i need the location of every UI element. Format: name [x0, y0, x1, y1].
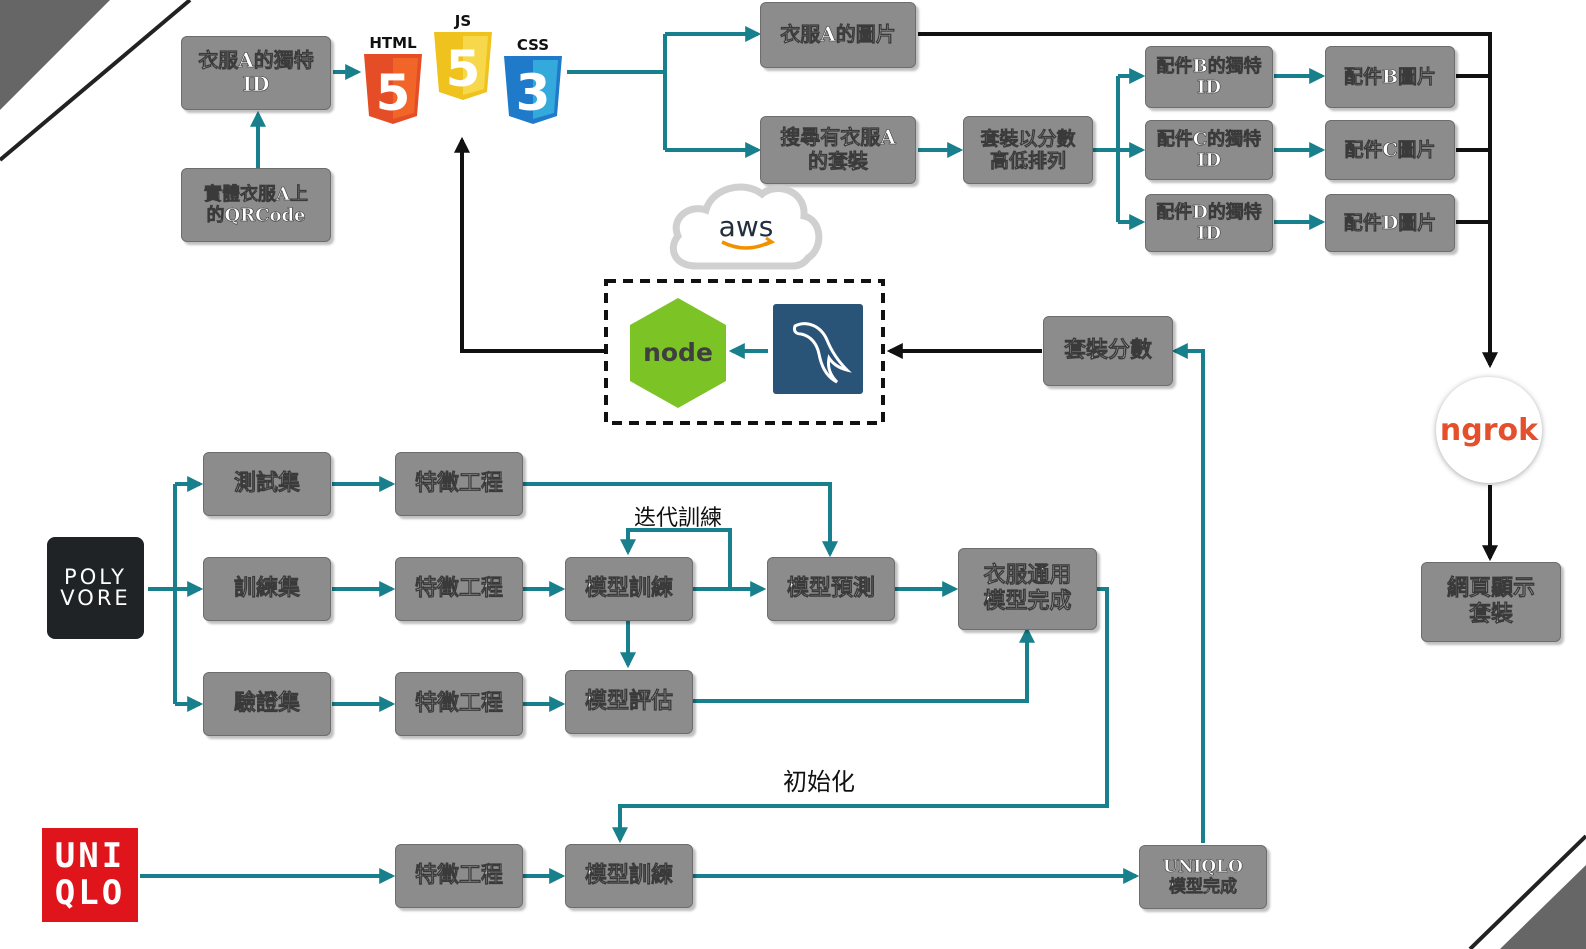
node-clothA-image: 衣服A的圖片: [760, 2, 916, 68]
nodejs-logo: node: [630, 298, 726, 408]
label-iterative-training: 迭代訓練: [634, 506, 723, 531]
node-model-predict: 模型預測: [767, 557, 895, 621]
html5-logo-label: HTML: [369, 34, 417, 52]
mysql-logo: [773, 304, 863, 394]
corner-decoration-bottom-right: [1468, 834, 1586, 949]
html5-logo: HTML 5: [364, 34, 422, 124]
uniqlo-logo-line2: QLO: [54, 873, 126, 913]
node-feature-eng-test: 特徵工程: [395, 452, 523, 516]
label-initialize: 初始化: [783, 768, 855, 796]
edge-init: [612, 587, 1109, 844]
edge-db-to-web: [454, 136, 606, 353]
node-general-model-done: 衣服通用 模型完成: [958, 548, 1097, 630]
node-feature-eng-uniqlo: 特徵工程: [395, 844, 523, 908]
uniqlo-logo-line1: UNI: [54, 836, 126, 877]
nodejs-logo-text: node: [643, 338, 713, 367]
node-search-outfits: 搜尋有衣服A 的套裝: [760, 116, 916, 184]
node-sort-outfits: 套裝以分數 高低排列: [963, 116, 1093, 184]
edge-sort-to-accessories: [1093, 76, 1120, 222]
database-group-box: [604, 279, 885, 425]
node-accessory-d-id: 配件D的獨特 ID: [1145, 194, 1273, 252]
html5-logo-number: 5: [376, 64, 411, 122]
css3-logo: CSS 3: [504, 36, 562, 124]
edge-web-branch: [567, 32, 757, 152]
css3-logo-number: 3: [516, 64, 551, 122]
polyvore-logo-line2: VORE: [60, 586, 131, 610]
polyvore-logo-line1: POLY: [64, 565, 127, 589]
node-model-train-uniqlo: 模型訓練: [565, 844, 693, 908]
edge-eval-to-general: [693, 626, 1035, 703]
node-web-display: 網頁顯示 套裝: [1421, 562, 1561, 642]
node-accessory-b-image: 配件B圖片: [1325, 46, 1455, 108]
node-accessory-c-id: 配件C的獨特 ID: [1145, 120, 1273, 180]
edge-polyvore-split: [148, 484, 177, 704]
aws-cloud-logo: aws: [670, 183, 823, 270]
node-outfit-score: 套裝分數: [1043, 316, 1173, 386]
node-accessory-d-image: 配件D圖片: [1325, 194, 1455, 252]
ngrok-logo-text: ngrok: [1439, 412, 1539, 448]
node-qrcode: 實體衣服A上 的QRCode: [181, 168, 331, 242]
node-test-set: 測試集: [203, 452, 331, 516]
node-model-evaluate: 模型評估: [565, 670, 693, 734]
edge-uniqlo-to-score: [1171, 343, 1205, 843]
ngrok-logo: ngrok: [1436, 377, 1542, 483]
edge-fe-test-to-predict: [523, 482, 838, 558]
node-clothA-id: 衣服A的獨特 ID: [181, 36, 331, 110]
node-feature-eng-train: 特徵工程: [395, 557, 523, 621]
node-model-train: 模型訓練: [565, 557, 693, 621]
css3-logo-label: CSS: [517, 36, 549, 54]
corner-decoration-top-left: [0, 0, 192, 162]
polyvore-logo: POLY VORE: [47, 537, 144, 639]
javascript-logo: JS 5: [434, 12, 492, 100]
edge-collect-to-ngrok: [918, 32, 1498, 369]
node-uniqlo-model-done: UNIQLO 模型完成: [1139, 845, 1267, 909]
node-train-set: 訓練集: [203, 557, 331, 621]
aws-logo-text: aws: [719, 210, 774, 243]
node-validation-set: 驗證集: [203, 672, 331, 736]
dolphin-icon: [793, 322, 852, 384]
node-feature-eng-valid: 特徵工程: [395, 672, 523, 736]
javascript-logo-label: JS: [454, 12, 471, 30]
node-accessory-b-id: 配件B的獨特 ID: [1145, 46, 1273, 108]
javascript-logo-number: 5: [446, 40, 481, 98]
edge-iterative-loop: [620, 528, 732, 589]
node-accessory-c-image: 配件C圖片: [1325, 120, 1455, 180]
uniqlo-logo: UNI QLO: [42, 828, 138, 922]
